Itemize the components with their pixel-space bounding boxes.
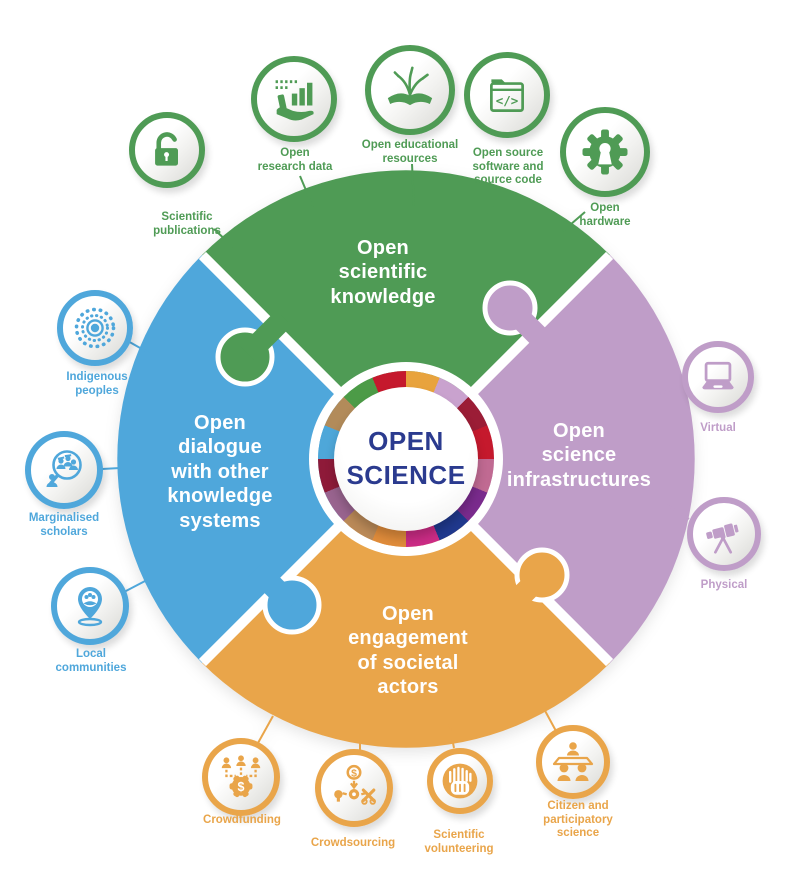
satellite-crowdsourcing: $	[315, 749, 393, 827]
laptop-icon	[702, 361, 734, 390]
label-open-engagement: Open engagement of societal actors	[348, 603, 468, 699]
label-crowdsourcing: Crowdsourcing	[310, 837, 396, 849]
label-open-research-data: Open research data	[257, 147, 333, 173]
scholars-magnifier-icon	[46, 450, 82, 487]
satellite-scientific-publications	[129, 112, 205, 188]
satellite-open-hardware	[560, 107, 650, 197]
label-open-dialogue: Open dialogue with other knowledge syste…	[167, 412, 273, 532]
svg-text:$: $	[351, 768, 357, 779]
map-pin-people-icon	[77, 587, 103, 627]
quadrant-open-engagement	[202, 459, 610, 748]
label-scientific-volunteering: Scientific volunteering	[424, 829, 494, 855]
quadrant-open-science-infrastructures	[406, 255, 695, 663]
satellite-crowdfunding: $	[202, 738, 280, 816]
dotted-circles-icon	[74, 307, 116, 349]
puzzle-knobs	[215, 280, 570, 635]
open-science-core: OPEN SCIENCE	[334, 387, 478, 531]
label-local-communities: Local communities	[55, 648, 127, 674]
code-window-icon: </>	[490, 79, 524, 112]
satellite-citizen-participatory-science	[536, 725, 610, 799]
satellite-marginalised-scholars	[25, 431, 103, 509]
svg-text:$: $	[238, 780, 245, 794]
telescope-icon	[706, 523, 739, 554]
satellite-local-communities	[51, 567, 129, 645]
label-physical: Physical	[700, 579, 748, 591]
gear-keyhole-icon	[582, 129, 628, 175]
connector-lines	[101, 163, 690, 750]
label-open-hardware: Open hardware	[579, 202, 631, 228]
satellite-scientific-volunteering	[427, 748, 493, 814]
raised-hands-icon	[442, 763, 478, 799]
quadrant-open-scientific-knowledge	[202, 170, 610, 459]
people-table-icon	[552, 742, 594, 781]
label-marginalised-scholars: Marginalised scholars	[28, 512, 100, 538]
label-scientific-publications: Scientific publications	[153, 211, 221, 237]
label-open-educational-resources: Open educational resources	[361, 139, 459, 165]
satellite-indigenous-peoples	[57, 290, 133, 366]
svg-text:</>: </>	[496, 93, 519, 108]
funding-network-icon: $	[221, 755, 261, 798]
label-open-science-infrastructures: Open science infrastructures	[506, 420, 652, 491]
label-virtual: Virtual	[700, 422, 736, 434]
quadrant-open-dialogue	[117, 255, 407, 663]
label-indigenous-peoples: Indigenous peoples	[66, 371, 128, 397]
satellite-open-educational-resources	[365, 45, 455, 135]
label-crowdfunding: Crowdfunding	[203, 814, 281, 826]
open-book-icon	[387, 66, 433, 106]
open-lock-icon	[155, 132, 178, 166]
satellite-open-source-software: </>	[464, 52, 550, 138]
data-chart-hand-icon	[275, 80, 314, 121]
satellite-virtual	[682, 341, 754, 413]
label-citizen-participatory-science: Citizen and participatory science	[543, 800, 613, 840]
satellite-open-research-data	[251, 56, 337, 142]
label-open-scientific-knowledge: Open scientific knowledge	[330, 237, 436, 308]
sourcing-flow-icon: $	[334, 764, 376, 805]
satellite-physical	[687, 497, 761, 571]
label-open-source-software: Open source software and source code	[472, 147, 544, 187]
